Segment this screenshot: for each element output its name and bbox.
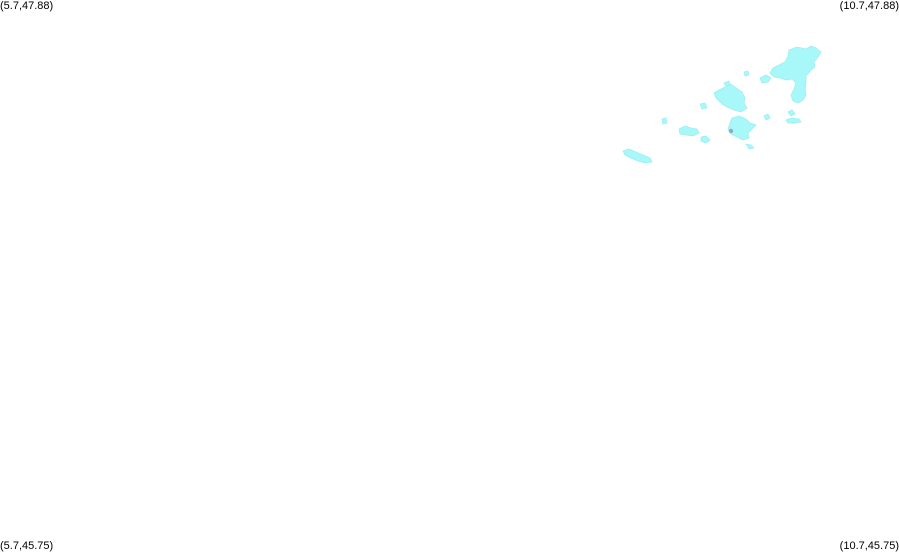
corner-label-bottom-left: (5.7,45.75) — [0, 540, 54, 552]
corner-label-bottom-right: (10.7,45.75) — [839, 540, 899, 552]
feature-patch — [745, 143, 755, 150]
feature-patch — [723, 80, 731, 87]
feature-region-south-central — [727, 115, 757, 141]
feature-patch — [785, 117, 802, 124]
feature-patch — [661, 117, 668, 125]
feature-region-central — [713, 83, 748, 113]
feature-layer — [622, 45, 822, 164]
corner-label-top-right: (10.7,47.88) — [839, 0, 899, 12]
corner-label-top-left: (5.7,47.88) — [0, 0, 54, 12]
feature-patch — [700, 135, 711, 144]
feature-region-southwest — [622, 148, 653, 164]
location-marker[interactable] — [728, 128, 734, 134]
feature-patch — [763, 113, 771, 121]
feature-patch — [699, 102, 708, 110]
feature-patch — [678, 125, 700, 137]
feature-region-northeast — [769, 45, 822, 104]
feature-patch — [787, 109, 796, 117]
feature-patch — [743, 70, 750, 77]
feature-patch — [759, 74, 772, 84]
